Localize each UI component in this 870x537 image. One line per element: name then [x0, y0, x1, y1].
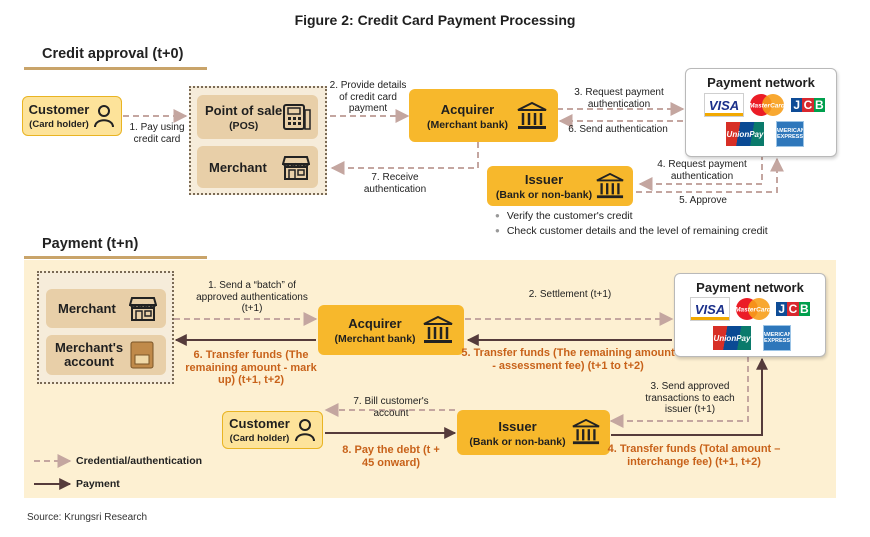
- payment-step-3: 3. Send approved transactions to each is…: [645, 381, 735, 415]
- issuer-sub-label: (Bank or non-bank): [469, 435, 566, 448]
- bank-icon: [517, 101, 547, 129]
- visa-logo: VISA: [690, 297, 730, 321]
- acquirer-sub-label: (Merchant bank): [334, 333, 416, 345]
- bank-icon: [596, 172, 624, 199]
- merchant-box-payment: Merchant: [46, 289, 166, 328]
- credit-step-7: 7. Receive authentication: [363, 172, 427, 195]
- merchant-account-box: Merchant's account: [46, 335, 166, 375]
- jcb-j: J: [791, 98, 803, 112]
- legend-credential-label: Credential/authentication: [76, 455, 203, 467]
- mastercard-logo-text: MasterCard: [735, 307, 772, 314]
- jcb-c: C: [787, 302, 799, 316]
- arrow-c4: [638, 154, 763, 191]
- pos-sub-label: (POS): [229, 120, 259, 132]
- store-icon: [129, 297, 157, 321]
- merchant-label: Merchant: [58, 301, 116, 316]
- merchant-account-label: Merchant's account: [54, 340, 124, 369]
- bullet-check-details: Check customer details and the level of …: [495, 224, 768, 239]
- acquirer-box-credit: Acquirer (Merchant bank): [409, 89, 558, 142]
- customer-label: Customer: [28, 102, 90, 117]
- unionpay-logo: UnionPay: [726, 122, 764, 146]
- customer-label: Customer: [229, 416, 290, 431]
- arrow-p4: [611, 357, 768, 436]
- account-card-icon: [130, 341, 154, 369]
- legend-payment-label: Payment: [76, 478, 120, 490]
- arrow-c7: [330, 142, 479, 175]
- pos-label: Point of sale: [205, 103, 283, 118]
- payment-step-4: 4. Transfer funds (Total amount – interc…: [607, 443, 781, 468]
- credit-step-1: 1. Pay using credit card: [129, 122, 185, 145]
- acquirer-label: Acquirer: [440, 101, 495, 117]
- jcb-b: B: [813, 98, 825, 112]
- bank-icon: [572, 418, 600, 445]
- pos-box: Point of sale (POS): [197, 95, 318, 139]
- jcb-b: B: [798, 302, 810, 316]
- bank-icon: [423, 315, 453, 343]
- customer-box-payment: Customer (Card holder): [222, 411, 323, 449]
- credit-step-5: 5. Approve: [679, 195, 727, 206]
- arrow-c5: [636, 157, 784, 193]
- customer-sub-label: (Card holder): [29, 119, 89, 130]
- payment-network-label: Payment network: [707, 75, 815, 90]
- store-icon: [282, 156, 310, 180]
- credit-step-3: 3. Request payment authentication: [574, 87, 664, 110]
- payment-step-8: 8. Pay the debt (t + 45 onward): [342, 444, 440, 469]
- credit-step-4: 4. Request payment authentication: [657, 159, 747, 182]
- unionpay-logo: UnionPay: [713, 326, 751, 350]
- payment-step-5: 5. Transfer funds (The remaining amount …: [461, 347, 675, 372]
- issuer-checks-list: Verify the customer's credit Check custo…: [495, 209, 768, 239]
- mastercard-logo: MasterCard: [749, 94, 786, 116]
- payment-step-6: 6. Transfer funds (The remaining amount …: [185, 349, 317, 386]
- issuer-sub-label: (Bank or non-bank): [495, 189, 593, 201]
- merchant-box-credit: Merchant: [197, 146, 318, 188]
- acquirer-box-payment: Acquirer (Merchant bank): [318, 305, 464, 355]
- amex-logo: AMERICAN EXPRESS: [776, 121, 804, 147]
- acquirer-sub-label: (Merchant bank): [426, 118, 509, 131]
- mastercard-logo: MasterCard: [735, 298, 772, 320]
- payment-step-1: 1. Send a “batch” of approved authentica…: [196, 280, 308, 314]
- arrow-p3: [609, 356, 749, 428]
- pos-terminal-icon: [283, 104, 311, 130]
- jcb-logo: J C B: [776, 297, 810, 321]
- issuer-label: Issuer: [524, 172, 564, 187]
- customer-sub-label: (Card holder): [229, 433, 290, 444]
- payment-network-label: Payment network: [696, 280, 804, 295]
- bullet-verify-credit: Verify the customer's credit: [495, 209, 768, 224]
- payment-step-2: 2. Settlement (t+1): [528, 289, 612, 300]
- amex-logo: AMERICAN EXPRESS: [763, 325, 791, 351]
- issuer-box-credit: Issuer (Bank or non-bank): [487, 166, 633, 206]
- jcb-logo: J C B: [791, 93, 825, 117]
- issuer-label: Issuer: [498, 418, 537, 434]
- customer-box-credit: Customer (Card holder): [22, 96, 122, 136]
- credit-step-6: 6. Send authentication: [568, 124, 668, 135]
- jcb-j: J: [776, 302, 788, 316]
- acquirer-label: Acquirer: [348, 316, 402, 331]
- credit-step-2: 2. Provide details of credit card paymen…: [329, 80, 407, 114]
- payment-step-7: 7. Bill customer's account: [353, 396, 429, 419]
- payment-rule: [24, 256, 207, 259]
- credit-approval-rule: [24, 67, 207, 70]
- merchant-label: Merchant: [209, 159, 267, 175]
- credit-approval-heading: Credit approval (t+0): [42, 46, 184, 62]
- figure-title: Figure 2: Credit Card Payment Processing: [294, 12, 576, 28]
- mastercard-logo-text: MasterCard: [749, 103, 786, 110]
- payment-heading: Payment (t+n): [42, 236, 139, 252]
- jcb-c: C: [802, 98, 814, 112]
- source-note: Source: Krungsri Research: [27, 512, 148, 523]
- person-icon: [94, 105, 115, 128]
- person-icon: [294, 419, 315, 442]
- issuer-box-payment: Issuer (Bank or non-bank): [457, 410, 610, 455]
- visa-logo: VISA: [704, 93, 744, 117]
